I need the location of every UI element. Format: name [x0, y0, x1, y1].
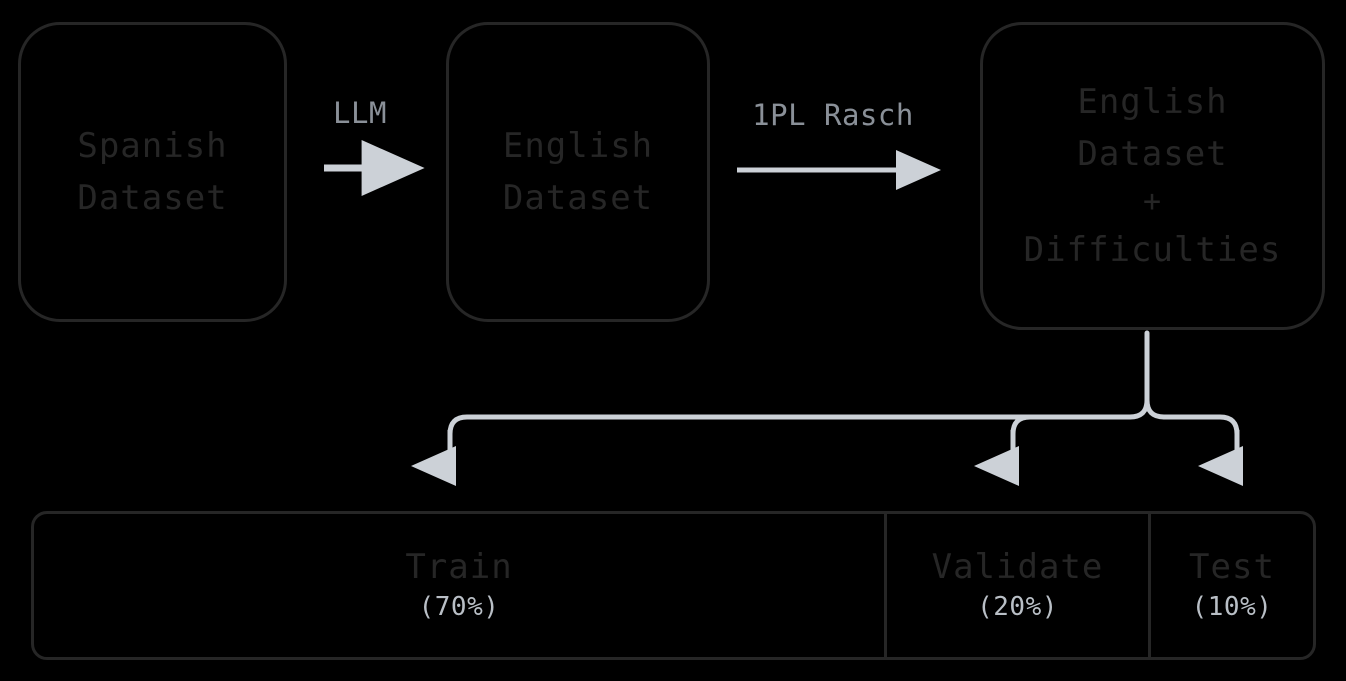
- node-spanish-dataset[interactable]: Spanish Dataset: [18, 22, 287, 322]
- node-spanish-dataset-line-2: Dataset: [77, 178, 228, 218]
- edge-label-1pl-rasch: 1PL Rasch: [752, 98, 914, 132]
- node-spanish-dataset-line-1: Spanish: [77, 126, 228, 166]
- split-segment-train-label: Train: [405, 546, 513, 587]
- split-segment-test-label: Test: [1189, 546, 1275, 587]
- dataset-split-bar: Train (70%) Validate (20%) Test (10%): [31, 511, 1316, 660]
- split-segment-validate-label: Validate: [931, 546, 1104, 587]
- node-difficulties-line-3: +: [1142, 184, 1163, 219]
- split-segment-train[interactable]: Train (70%): [34, 514, 884, 657]
- edge-label-llm: LLM: [333, 96, 387, 130]
- node-difficulties-line-2: Dataset: [1077, 134, 1228, 174]
- split-segment-train-percent: (70%): [418, 591, 500, 622]
- node-english-dataset[interactable]: English Dataset: [446, 22, 710, 322]
- split-segment-validate-percent: (20%): [977, 591, 1058, 622]
- node-difficulties-line-1: English: [1077, 82, 1228, 122]
- node-english-dataset-line-1: English: [502, 126, 654, 166]
- node-english-dataset-difficulties[interactable]: English Dataset + Difficulties: [980, 22, 1325, 330]
- connector-dataset-split-bus: [411, 330, 1244, 486]
- node-difficulties-line-4: Difficulties: [1023, 230, 1282, 270]
- node-english-dataset-line-2: Dataset: [502, 178, 654, 218]
- split-segment-test-percent: (10%): [1191, 591, 1273, 622]
- split-segment-validate[interactable]: Validate (20%): [884, 514, 1148, 657]
- split-segment-test[interactable]: Test (10%): [1148, 514, 1313, 657]
